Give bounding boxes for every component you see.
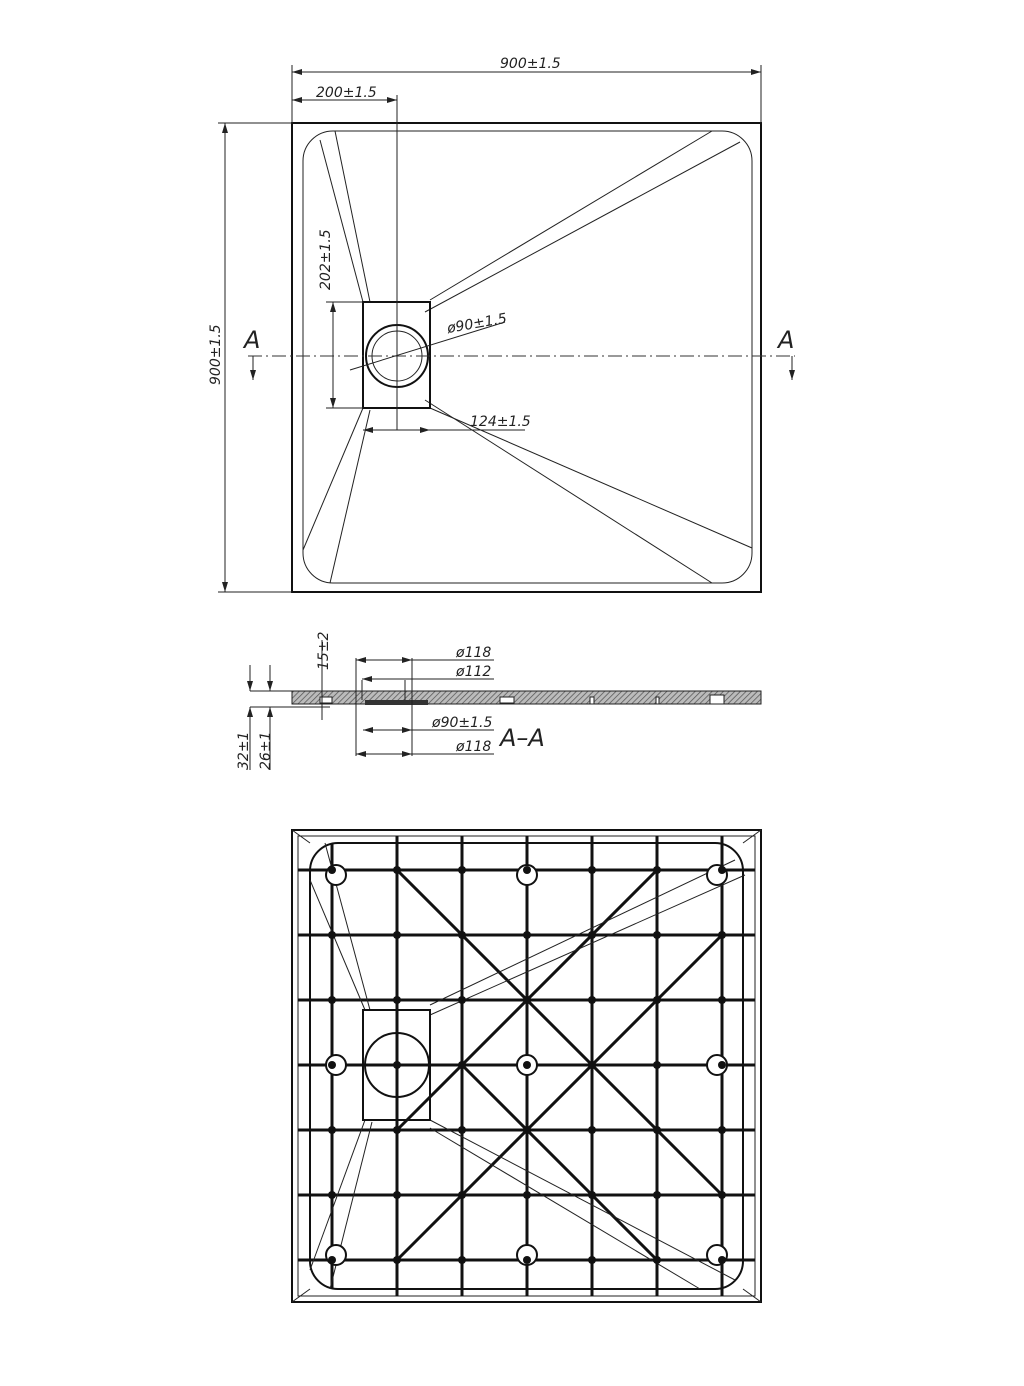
d-top-inner-dim: ø112 <box>455 664 491 680</box>
rib-node <box>458 1256 466 1264</box>
rib-node <box>393 996 401 1004</box>
rib-node <box>718 866 726 874</box>
rib-node <box>328 1191 336 1199</box>
rib-node <box>653 1256 661 1264</box>
section-mark-left: A <box>242 326 260 354</box>
rib-node <box>523 1256 531 1264</box>
d-outlet-dim: ø90±1.5 <box>431 715 492 731</box>
drain-slope-lines <box>302 130 753 584</box>
rib-node <box>588 996 596 1004</box>
rib-node <box>653 1126 661 1134</box>
total-height-dim: 32±1 <box>236 732 252 770</box>
rib-node <box>328 1061 336 1069</box>
rib-node <box>523 931 531 939</box>
bottom-view <box>291 829 762 1303</box>
rib-node <box>588 1061 596 1069</box>
rib-node <box>393 866 401 874</box>
rib-node <box>328 1256 336 1264</box>
rib-node <box>458 1126 466 1134</box>
leg-hole <box>706 1054 728 1076</box>
bottom-drain-outlet <box>364 1032 430 1098</box>
drain-width-dim: 124±1.5 <box>470 414 531 430</box>
rib-node <box>653 1191 661 1199</box>
rib-node <box>523 866 531 874</box>
rib-node <box>718 1126 726 1134</box>
bottom-outline <box>291 829 762 1303</box>
rib-node <box>328 1126 336 1134</box>
offset-dim: 200±1.5 <box>316 85 377 101</box>
d-top-outer-dim: ø118 <box>455 645 491 661</box>
section-view: 15±2 32±1 26±1 ø118 ø112 ø90±1.5 ø118 A–… <box>236 631 762 770</box>
rib-node <box>718 996 726 1004</box>
rib-node <box>718 1256 726 1264</box>
d-bottom-outer-dim: ø118 <box>455 739 491 755</box>
rib-node <box>523 996 531 1004</box>
rib-node <box>653 931 661 939</box>
rib-node <box>393 1126 401 1134</box>
rib-node <box>458 866 466 874</box>
rib-node <box>523 1061 531 1069</box>
drain-diameter-dim: ø90±1.5 <box>445 311 508 337</box>
rib-node <box>653 1061 661 1069</box>
rib-node <box>588 1191 596 1199</box>
rib-node <box>328 866 336 874</box>
tray-outline <box>291 122 762 593</box>
rib-node <box>393 1256 401 1264</box>
section-mark-right: A <box>776 326 794 354</box>
rib-node <box>458 931 466 939</box>
rib-node <box>523 1191 531 1199</box>
rib-node <box>458 1191 466 1199</box>
rib-node <box>523 1126 531 1134</box>
rib-node <box>393 1191 401 1199</box>
body-height-dim: 26±1 <box>258 732 274 770</box>
rib-node <box>718 1191 726 1199</box>
rib-nodes <box>328 866 726 1264</box>
rib-node <box>653 866 661 874</box>
rib-node <box>718 1061 726 1069</box>
top-view: 900±1.5 200±1.5 900±1.5 202±1.5 124±1.5 … <box>208 56 795 593</box>
width-dim: 900±1.5 <box>500 56 561 72</box>
rib-node <box>458 996 466 1004</box>
height-dim: 900±1.5 <box>208 324 224 385</box>
leg-hole <box>516 864 538 886</box>
rib-node <box>653 996 661 1004</box>
rib-node <box>328 996 336 1004</box>
rib-node <box>458 1061 466 1069</box>
rib-node <box>393 1061 401 1069</box>
rib-node <box>718 931 726 939</box>
rib-node <box>588 866 596 874</box>
rib-node <box>588 1256 596 1264</box>
rib-node <box>588 1126 596 1134</box>
rim-height-dim: 15±2 <box>316 631 332 670</box>
rib-node <box>328 931 336 939</box>
rib-node <box>393 931 401 939</box>
leg-hole <box>516 1244 538 1266</box>
drain-height-dim: 202±1.5 <box>318 229 334 290</box>
section-drain <box>365 700 428 705</box>
tray-inner-edge <box>302 130 753 584</box>
section-title: A–A <box>498 724 545 752</box>
rib-node <box>588 931 596 939</box>
